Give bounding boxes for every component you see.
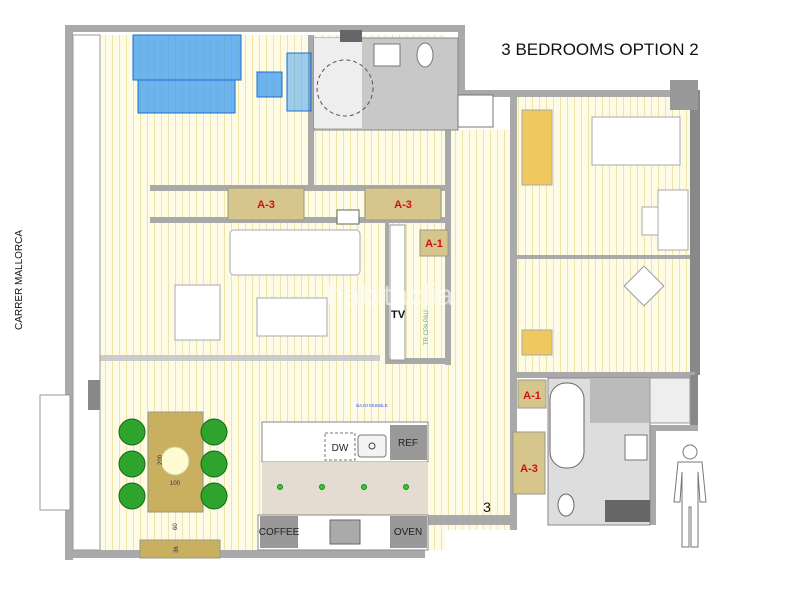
storage-label: A-3 bbox=[257, 199, 275, 211]
storage-label: A-3 bbox=[394, 199, 412, 211]
bench-dimension: 36 bbox=[174, 546, 180, 553]
bathroom-right: A-1 A-3 bbox=[512, 377, 691, 526]
dining-area: 200 100 60 36 bbox=[118, 411, 228, 559]
storage-label: A-1 bbox=[425, 238, 443, 250]
oven-label: OVEN bbox=[394, 527, 422, 538]
living-furniture: TV TR CPA PAU bbox=[174, 224, 430, 361]
blue-sofa-group bbox=[132, 34, 312, 114]
dishwasher-label: DW bbox=[332, 443, 349, 454]
coffee-label: COFFEE bbox=[259, 527, 300, 538]
storage-units: A-3 A-3 A-1 bbox=[227, 187, 449, 257]
storage-label: A-3 bbox=[520, 463, 538, 475]
telecom-panel-label: TR CPA PAU bbox=[424, 310, 430, 345]
bedrooms bbox=[521, 80, 698, 356]
tv-label: TV bbox=[391, 309, 406, 321]
table-width-dimension: 100 bbox=[170, 481, 181, 487]
plan-title: 3 BEDROOMS OPTION 2 bbox=[501, 40, 698, 59]
clearance-dimension: 60 bbox=[173, 523, 179, 530]
table-length-dimension: 200 bbox=[158, 454, 164, 465]
room-number: 3 bbox=[483, 499, 491, 515]
under-cabinet-note: BAJO MUEBLE bbox=[356, 403, 388, 408]
kitchen: DW REF BAJO MUEBLE COFFEE OVEN bbox=[257, 403, 429, 551]
facade-windows bbox=[39, 34, 101, 551]
storage-label: A-1 bbox=[523, 390, 541, 402]
bathroom-top bbox=[313, 30, 494, 131]
person-scale-icon bbox=[673, 444, 707, 548]
fridge-label: REF bbox=[398, 438, 418, 449]
street-label: CARRER MALLORCA bbox=[14, 230, 25, 330]
watermark-logo: habitaclia bbox=[327, 279, 454, 312]
